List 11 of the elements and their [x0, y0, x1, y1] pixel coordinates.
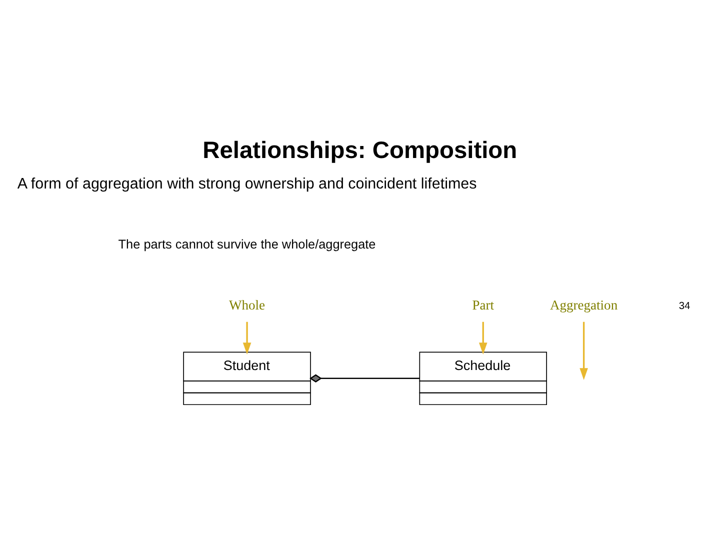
- arrow: [242, 321, 252, 354]
- diagram-title: Relationships: Composition: [202, 137, 518, 164]
- label: The parts cannot survive the whole/aggregate: [118, 237, 376, 251]
- label: A form of aggregation with strong ownership and coincident lifetimes: [17, 174, 477, 192]
- node-text: Whole: [229, 297, 266, 312]
- node-text: Part: [472, 297, 494, 312]
- label: 34: [678, 300, 690, 312]
- node-text: Aggregation: [550, 297, 618, 312]
- arrow: [580, 321, 588, 380]
- connector: [310, 374, 420, 382]
- arrow: [478, 321, 488, 354]
